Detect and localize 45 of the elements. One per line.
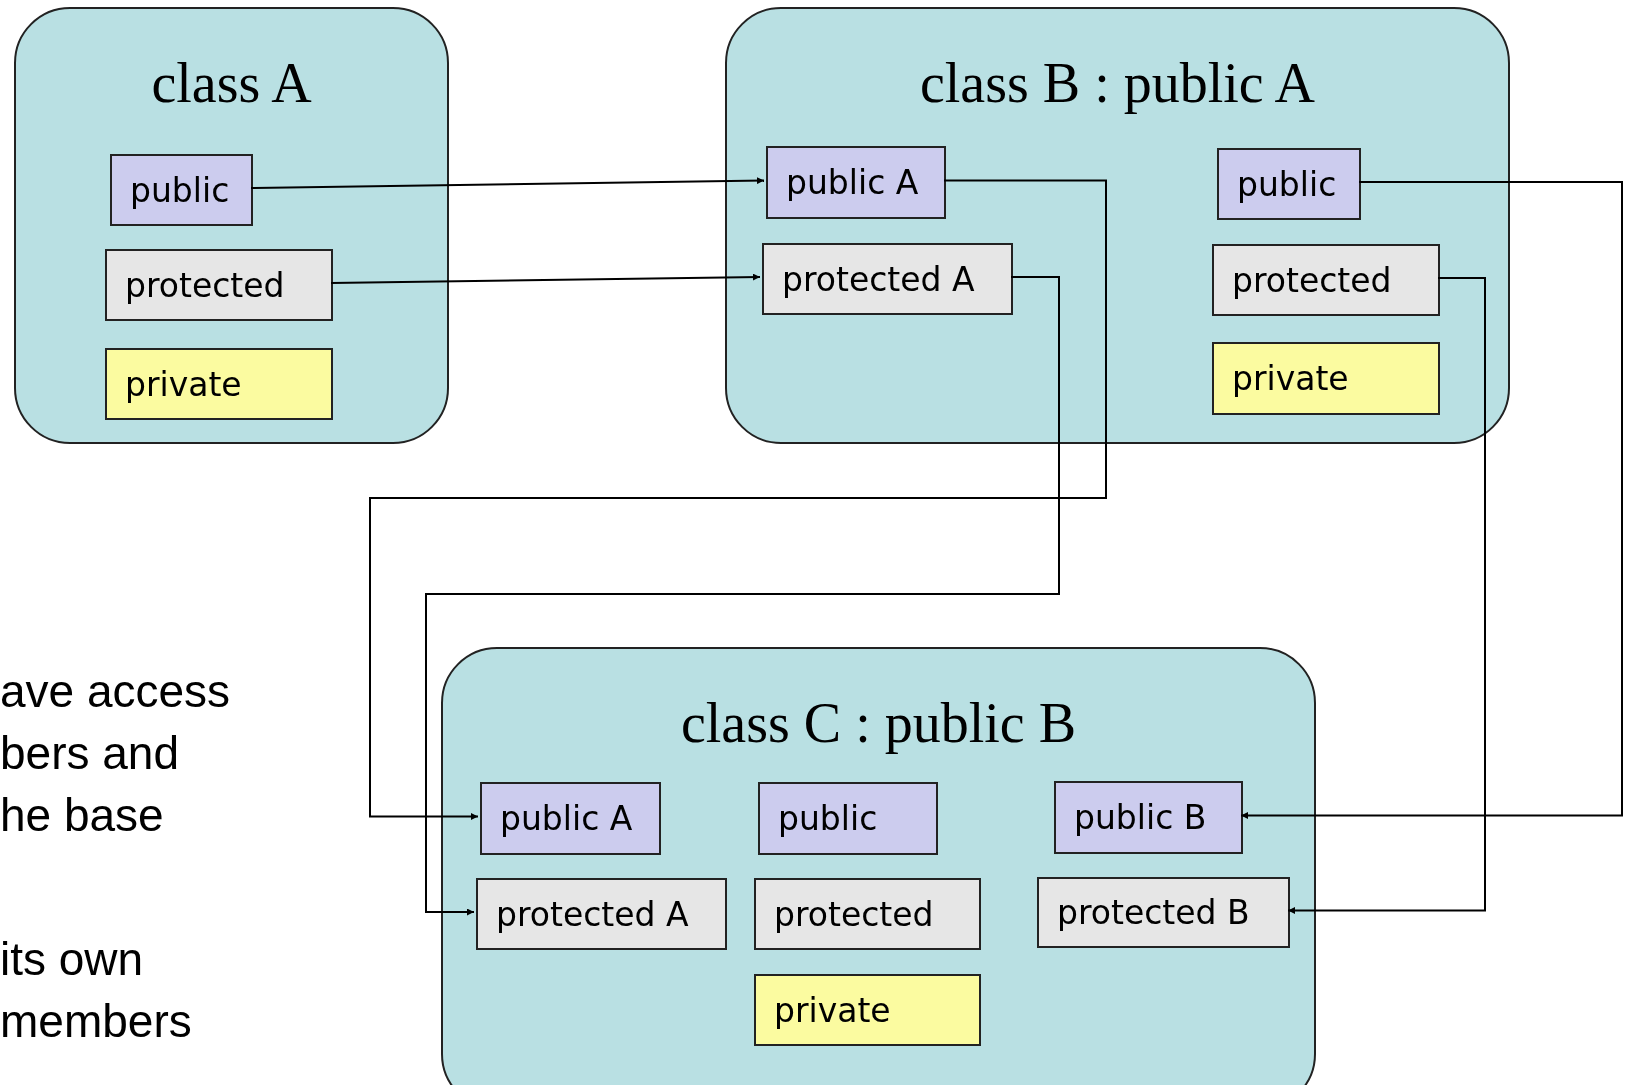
member-label: protected A [782,259,975,299]
member-label: private [1232,359,1349,398]
member-label: protected B [1057,893,1250,932]
member-box [1212,342,1440,415]
member-box [1217,148,1361,220]
member-box [1037,877,1290,948]
member-box [758,782,938,855]
member-label: protected [125,265,285,305]
class-box [441,647,1316,1085]
member-label: public [130,170,230,210]
member-label: protected [1232,260,1392,300]
note-text: its own [0,936,144,982]
note-text: he base [0,792,164,838]
member-box [762,243,1013,315]
arrow [330,273,761,284]
member-box [1212,244,1440,316]
arrow [425,276,1060,916]
class-box [14,7,449,444]
member-label: private [774,990,891,1030]
arrow [1287,277,1486,914]
member-label: public [778,799,878,838]
member-label: protected [774,894,934,934]
member-label: public [1237,164,1337,204]
member-box [476,878,727,950]
class-title: class A [150,55,313,111]
member-box [1054,781,1243,854]
member-box [110,154,253,226]
member-label: protected A [496,894,689,934]
member-box [766,146,946,219]
member-box [754,878,981,950]
note-text: members [0,998,192,1044]
member-box [754,974,981,1046]
member-box [480,782,661,855]
arrow [369,179,1107,820]
class-box [725,7,1510,444]
member-label: private [125,364,242,404]
member-label: public A [500,799,633,838]
member-box [105,348,333,420]
arrow [250,177,765,189]
member-label: public A [786,163,919,202]
member-label: public B [1074,798,1207,837]
arrow [1240,181,1623,819]
note-text: bers and [0,730,179,776]
member-box [105,249,333,321]
note-text: ave access [0,668,231,714]
